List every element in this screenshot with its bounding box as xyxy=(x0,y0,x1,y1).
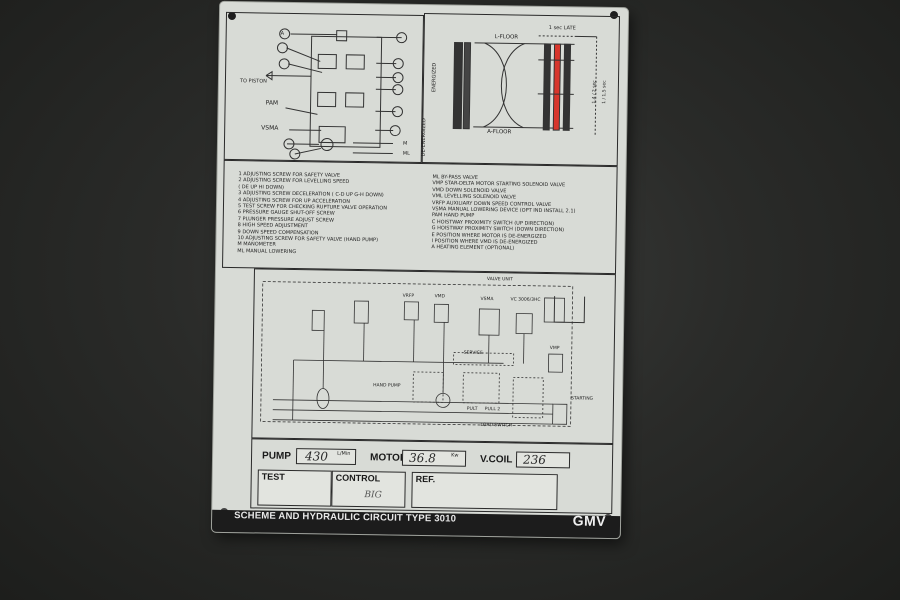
gmv-logo: GMV xyxy=(572,512,607,529)
legend-item: ML MANUAL LOWERING xyxy=(237,248,297,255)
pump-unit: L/Min xyxy=(337,450,351,457)
circuit-label-vrfp: VRFP xyxy=(402,293,415,299)
label-energized: ENERGIZED xyxy=(431,62,438,93)
diagram-label-ml: ML xyxy=(402,150,410,157)
motor-value: 36.8 xyxy=(408,450,436,466)
circuit-label-vc: VC 3006/3HC xyxy=(510,297,541,303)
control-label: CONTROL xyxy=(335,472,381,484)
control-field: CONTROL BIG xyxy=(331,470,406,508)
circuit-label-hand-pump: HAND PUMP xyxy=(373,383,401,389)
travel-profile-diagram: 1 sec LATE L-FLOOR A-FLOOR ENERGIZED DE-… xyxy=(420,13,621,167)
pump-label: PUMP xyxy=(261,450,292,462)
legend-left-list: 1 ADJUSTING SCREW FOR SAFETY VALVE 2 ADJ… xyxy=(237,171,387,257)
control-value: BIG xyxy=(364,490,382,501)
circuit-label-service: SERVICE xyxy=(463,350,483,356)
diagram-label-pam: PAM xyxy=(265,99,279,107)
hydraulic-circuit-panel: VALVE UNIT VSMA VC 3006/3HC VMD VRFP VMP… xyxy=(251,268,616,445)
circuit-label-vmd: VMD xyxy=(434,294,446,300)
label-1-sec-late: 1 sec LATE xyxy=(548,24,576,32)
valve-block-diagram: A TO PISTON PAM VSMA M ML xyxy=(223,11,425,164)
label-a-floor: A-FLOOR xyxy=(487,129,512,136)
hydraulic-circuit-drawing xyxy=(260,281,586,427)
legend-right-list: ML BY-PASS VALVE VMP STAR-DELTA MOTOR ST… xyxy=(431,174,576,253)
hydraulic-info-plate: A TO PISTON PAM VSMA M ML xyxy=(211,1,629,539)
circuit-label-starting: STARTING xyxy=(570,396,594,402)
diagram-label-to-piston: TO PISTON xyxy=(239,78,267,85)
diagram-label-m: M xyxy=(402,140,408,147)
vcoil-label: V.COIL xyxy=(479,453,513,466)
vcoil-value: 236 xyxy=(522,452,547,468)
ref-field: REF. xyxy=(411,471,558,511)
test-label: TEST xyxy=(261,471,285,482)
circuit-label-load-switch: LOAD SWITCH xyxy=(480,422,513,429)
travel-profile-drawing xyxy=(452,35,598,137)
diagram-label-a: A xyxy=(280,30,285,37)
pump-value-field: 430 L/Min xyxy=(295,448,357,466)
diagram-label-vsma: VSMA xyxy=(261,124,279,132)
circuit-label-pult: PULT xyxy=(466,406,478,412)
spec-fields-panel: PUMP 430 L/Min MOTOR 36.8 Kw V.COIL 236 … xyxy=(250,438,614,515)
legend-item: A HEATING ELEMENT (OPTIONAL) xyxy=(431,244,515,252)
circuit-label-vsma: VSMA xyxy=(480,296,494,303)
ref-label: REF. xyxy=(415,473,436,485)
test-field: TEST xyxy=(257,469,332,507)
valve-block-drawing xyxy=(265,28,408,160)
label-timing-2: 1 / 1,5 sec xyxy=(602,80,608,104)
label-de-energized: DE-ENERGIZED xyxy=(420,118,428,157)
motor-unit: Kw xyxy=(451,452,459,459)
circuit-label-valve-unit: VALVE UNIT xyxy=(486,277,513,283)
vcoil-value-field: 236 xyxy=(515,451,571,469)
motor-value-field: 36.8 Kw xyxy=(401,449,467,467)
pump-value: 430 xyxy=(304,449,329,464)
legend-panel: 1 ADJUSTING SCREW FOR SAFETY VALVE 2 ADJ… xyxy=(222,159,618,275)
label-timing-1: 1,4 / 2 sec xyxy=(592,80,598,104)
label-l-floor: L-FLOOR xyxy=(494,34,519,41)
circuit-label-pull2: PULL 2 xyxy=(484,407,501,413)
circuit-label-vmp: VMP xyxy=(549,346,560,352)
